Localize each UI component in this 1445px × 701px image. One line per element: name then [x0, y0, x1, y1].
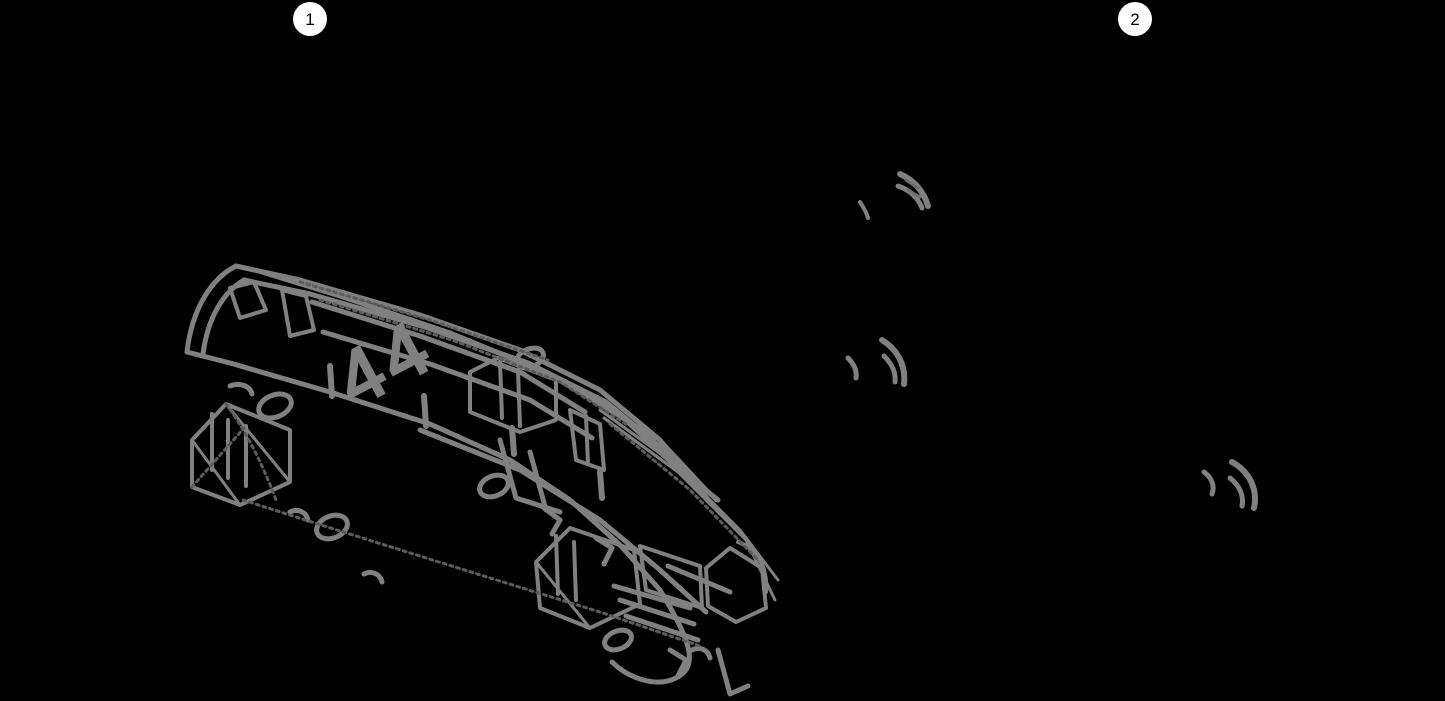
fragment-upper-right-b-inner — [895, 183, 925, 211]
assembly-holes — [227, 345, 713, 661]
mid-tab-2 — [421, 393, 429, 429]
rear-box-frame — [638, 544, 704, 610]
hidden-contour-lines — [190, 280, 760, 648]
mid-bracket-rib — [584, 414, 590, 466]
foot-tab-a — [541, 505, 563, 537]
rear-sweep-curve — [609, 587, 692, 685]
hole-g-partial — [361, 569, 385, 585]
callout-marker-2[interactable]: 2 — [1118, 2, 1152, 36]
fragment-mid-right-large-arc-inner — [881, 353, 898, 385]
hidden-top-line — [298, 280, 550, 362]
fragment-upper-right-b-tick — [904, 178, 922, 199]
hole-i-partial — [689, 645, 713, 661]
tail-bracket — [704, 546, 768, 624]
hole-e — [602, 627, 634, 653]
mid-tab-3 — [509, 425, 517, 457]
hidden-lower-sweep — [241, 498, 702, 648]
hidden-strut — [608, 422, 760, 562]
right-end-cap-rib-1 — [554, 534, 560, 596]
hidden-cap-line — [190, 426, 246, 489]
foot-tab-c — [667, 647, 689, 679]
callout-label-1: 1 — [305, 9, 315, 29]
mid-tab-4 — [597, 469, 605, 501]
hole-c — [477, 472, 511, 500]
deck-cutout-a-rib2 — [516, 368, 522, 428]
right-end-cap-diagonal — [534, 560, 592, 630]
web-panel-line — [309, 299, 588, 415]
hole-f-partial — [287, 507, 311, 523]
hidden-nose-arc — [224, 402, 278, 502]
hole-h-partial — [227, 381, 255, 397]
hole-d — [514, 345, 546, 371]
deck-cutout-a — [468, 356, 558, 434]
hidden-rail-line — [318, 298, 628, 426]
fragment-upper-right-a — [858, 200, 870, 220]
diagonal-strut-a — [590, 398, 718, 502]
rail-nose-curve — [184, 263, 239, 355]
center-flange — [417, 427, 709, 615]
fragment-far-right-large-arc-outer — [1229, 459, 1258, 511]
mid-bracket — [568, 408, 606, 472]
callout-label-2: 2 — [1130, 9, 1140, 29]
main-assembly — [184, 263, 780, 697]
diagonal-strut-b — [598, 408, 780, 582]
tail-bracket-hook — [715, 647, 751, 697]
fork-tine-2 — [617, 597, 697, 627]
stiffener-channel-2 — [527, 449, 549, 513]
fragment-far-right-large-arc-inner — [1227, 475, 1245, 509]
rail-lower-edge — [184, 349, 663, 593]
deck-cutout-a-rib — [498, 360, 504, 420]
web-panel-line-2 — [320, 329, 595, 441]
detached-fragments — [845, 171, 1258, 511]
deck-cutout-b — [280, 288, 316, 338]
foot-tab-b — [593, 535, 615, 567]
right-end-cap-rib-2 — [572, 540, 578, 602]
left-end-cap-diagonal — [190, 438, 242, 507]
fragment-far-right-small-arc — [1201, 469, 1216, 497]
hole-b — [314, 512, 350, 542]
fork-tine-1 — [611, 583, 693, 611]
deck-cutout-c — [228, 280, 268, 320]
callout-marker-1[interactable]: 1 — [293, 2, 327, 36]
mid-tab — [327, 363, 335, 399]
fragment-mid-right-large-arc-outer — [879, 337, 908, 387]
hole-a — [256, 391, 294, 421]
fragment-mid-right-small-arc — [845, 355, 859, 381]
